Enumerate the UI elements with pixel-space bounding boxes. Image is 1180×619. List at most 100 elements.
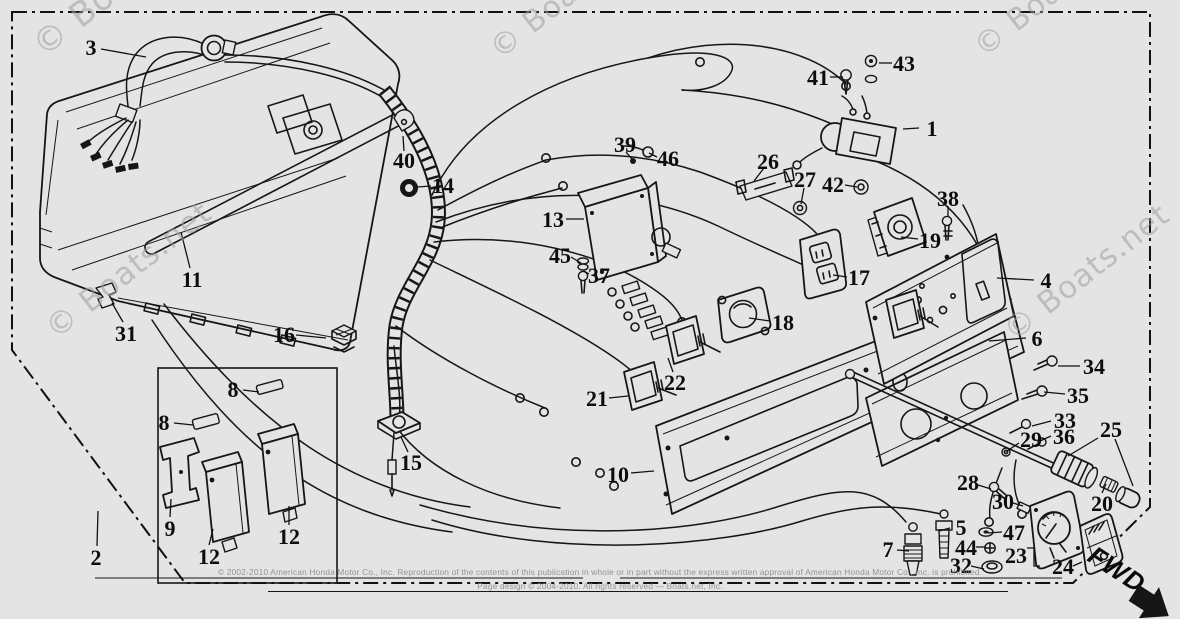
socket-18 bbox=[717, 286, 772, 344]
nut-43 bbox=[864, 54, 878, 84]
callout-leader-45 bbox=[570, 256, 582, 264]
callout-leader-30 bbox=[1012, 502, 1024, 507]
callout-43: 43 bbox=[893, 51, 915, 76]
callout-leader-22 bbox=[667, 357, 674, 373]
callout-leader-19 bbox=[900, 236, 919, 240]
callout-36: 36 bbox=[1053, 424, 1075, 449]
panel-4 bbox=[865, 233, 1015, 385]
toggle-switch-21 bbox=[623, 361, 677, 411]
callout-leader-31 bbox=[111, 302, 124, 323]
clamp-40 bbox=[393, 109, 415, 132]
relay-12b bbox=[257, 423, 306, 523]
callout-39: 39 bbox=[614, 132, 636, 157]
callout-leader-12 bbox=[208, 528, 214, 546]
callout-38: 38 bbox=[937, 186, 959, 211]
grommet-32 bbox=[981, 560, 1003, 574]
callout-27: 27 bbox=[794, 167, 816, 192]
callout-leader-16 bbox=[295, 334, 327, 339]
toggle-switch-22 bbox=[665, 315, 721, 365]
callout-leader-6 bbox=[988, 337, 1027, 342]
screw-38 bbox=[941, 215, 953, 241]
grommet-15 bbox=[377, 411, 421, 497]
callout-35: 35 bbox=[1067, 383, 1089, 408]
fuse-8b bbox=[191, 413, 220, 430]
callout-leader-8 bbox=[242, 389, 260, 393]
callout-8: 8 bbox=[159, 410, 170, 435]
screw-45-37 bbox=[576, 257, 590, 294]
panel-6 bbox=[865, 331, 1019, 467]
callout-46: 46 bbox=[657, 146, 679, 171]
callout-leader-20 bbox=[1101, 483, 1107, 494]
callout-leader-33 bbox=[1031, 420, 1052, 427]
callout-5: 5 bbox=[956, 515, 967, 540]
cover-tabs bbox=[143, 302, 297, 347]
fwd-marker: FWD bbox=[1083, 540, 1169, 619]
ignition-coil-1 bbox=[792, 95, 897, 170]
callout-26: 26 bbox=[757, 149, 779, 174]
callout-leader-4 bbox=[996, 277, 1035, 281]
callout-4: 4 bbox=[1041, 268, 1052, 293]
callout-13: 13 bbox=[542, 207, 564, 232]
callout-leader-9 bbox=[169, 498, 172, 518]
callout-34: 34 bbox=[1083, 354, 1105, 379]
callout-leader-7 bbox=[896, 549, 910, 552]
callout-28: 28 bbox=[957, 470, 979, 495]
callout-leader-27 bbox=[800, 187, 805, 205]
lens-24 bbox=[1079, 513, 1124, 575]
pilot-socket-25 bbox=[1050, 450, 1141, 509]
callout-19: 19 bbox=[919, 228, 941, 253]
control-panel-back-cover bbox=[39, 13, 411, 352]
bolt-5 bbox=[935, 509, 953, 559]
wrapped-loom bbox=[378, 85, 446, 429]
callout-10: 10 bbox=[607, 462, 629, 487]
fwd-arrow-icon bbox=[1128, 584, 1169, 619]
callout-14: 14 bbox=[432, 173, 454, 198]
callout-1: 1 bbox=[927, 116, 938, 141]
support-rod bbox=[844, 368, 1061, 472]
terminal-39-46 bbox=[623, 145, 654, 164]
control-box-13 bbox=[577, 174, 682, 281]
callout-leader-1 bbox=[902, 127, 920, 130]
diagram-art bbox=[39, 13, 1141, 576]
callout-leader-15 bbox=[400, 436, 409, 453]
toggle-switch-upper bbox=[885, 289, 939, 339]
callout-47: 47 bbox=[1003, 520, 1025, 545]
callout-18: 18 bbox=[772, 310, 794, 335]
callout-32: 32 bbox=[950, 553, 972, 578]
callout-30: 30 bbox=[992, 489, 1014, 514]
callout-20: 20 bbox=[1091, 491, 1113, 516]
callout-leader-8 bbox=[173, 422, 194, 426]
callout-6: 6 bbox=[1032, 326, 1043, 351]
callout-44: 44 bbox=[955, 535, 977, 560]
screw-41 bbox=[840, 69, 852, 95]
callout-29: 29 bbox=[1020, 427, 1042, 452]
panel-clip-31 bbox=[95, 282, 117, 309]
callout-leader-37 bbox=[583, 270, 590, 275]
connector-cluster bbox=[607, 280, 670, 341]
grommet-14 bbox=[400, 179, 418, 197]
callout-leader-35 bbox=[1043, 391, 1066, 395]
callout-leader-23 bbox=[1027, 547, 1040, 567]
callout-25: 25 bbox=[1100, 417, 1122, 442]
callout-2: 2 bbox=[91, 545, 102, 570]
lens-cap bbox=[1115, 485, 1141, 509]
callout-23: 23 bbox=[1005, 543, 1027, 568]
callout-leader-5 bbox=[938, 527, 951, 532]
wire-harness-3 bbox=[80, 34, 385, 173]
callout-37: 37 bbox=[588, 263, 610, 288]
callout-leader-21 bbox=[608, 395, 629, 399]
washer-44 bbox=[984, 542, 996, 554]
fuse-8a bbox=[255, 379, 284, 395]
callout-leader-24 bbox=[1072, 561, 1083, 567]
callout-leader-42 bbox=[844, 184, 858, 188]
callout-leader-28 bbox=[977, 484, 992, 490]
callout-17: 17 bbox=[848, 265, 870, 290]
callout-leader-47 bbox=[987, 531, 1003, 534]
callout-42: 42 bbox=[822, 172, 844, 197]
meter-23 bbox=[1029, 490, 1086, 570]
callout-leader-2 bbox=[96, 510, 99, 547]
callout-16: 16 bbox=[273, 322, 295, 347]
callout-leader-26 bbox=[753, 167, 765, 182]
callout-21: 21 bbox=[586, 386, 608, 411]
